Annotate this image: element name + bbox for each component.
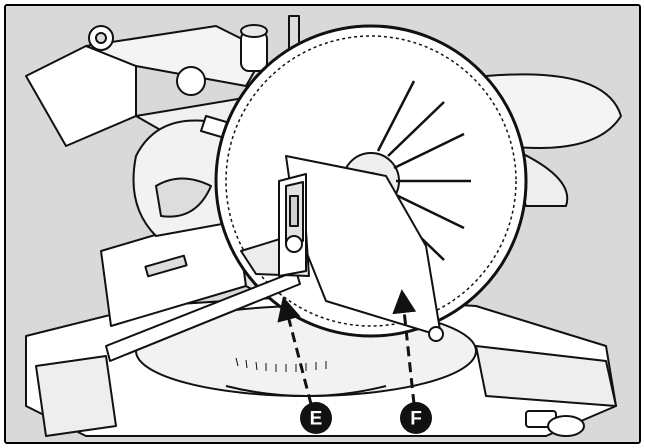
callout-f: F (400, 402, 432, 434)
callout-e-label: E (310, 409, 323, 430)
combination-square-illustration (105, 173, 310, 362)
figure-frame: E F (4, 4, 641, 444)
dashed-leader-arrow (277, 289, 417, 405)
miter-saw-illustration: E F (6, 6, 639, 442)
callout-f-label: F (410, 409, 422, 430)
leader-f (392, 289, 417, 405)
miter-scale (235, 357, 327, 372)
leader-e (277, 296, 313, 405)
callout-e: E (300, 402, 332, 434)
